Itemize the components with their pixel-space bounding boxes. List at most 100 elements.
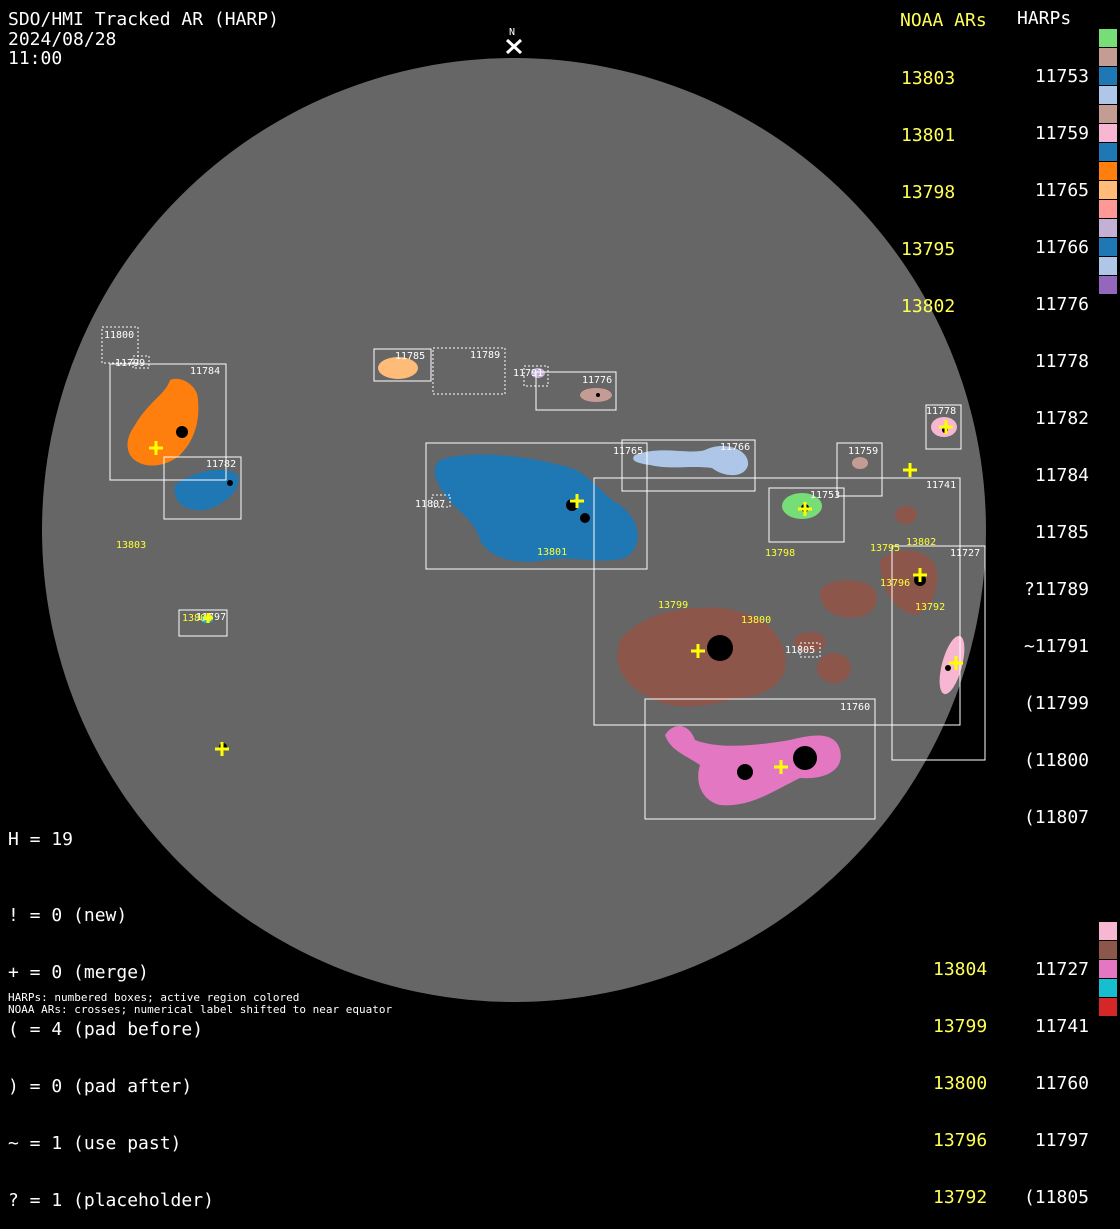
- harp-color-swatch: [1099, 276, 1117, 294]
- stat-line: + = 0 (merge): [8, 962, 149, 983]
- region-11741: [617, 607, 786, 707]
- stat-line: ! = 0 (new): [8, 905, 128, 926]
- noaa-item: 13792: [933, 1187, 988, 1208]
- noaa-item: 13798: [901, 182, 956, 203]
- harp-item: 11760: [1034, 1073, 1089, 1094]
- harp-item: 11741: [1034, 1016, 1089, 1037]
- harp-item: 11753: [1034, 66, 1089, 87]
- svg-text:11741: 11741: [926, 480, 956, 491]
- harp-item: (11799: [1023, 693, 1089, 714]
- svg-text:13792: 13792: [915, 602, 945, 613]
- north-label: N: [509, 27, 515, 38]
- svg-text:11807: 11807: [415, 499, 445, 510]
- svg-text:11759: 11759: [848, 446, 878, 457]
- harp-color-swatch: [1099, 941, 1117, 959]
- harp-boxes: [101, 326, 986, 820]
- svg-text:11776: 11776: [582, 375, 612, 386]
- region-11741-e: [817, 653, 851, 683]
- noaa-item: 13795: [901, 239, 956, 260]
- svg-text:11785: 11785: [395, 351, 425, 362]
- stats-list: ! = 0 (new) + = 0 (merge) ( = 4 (pad bef…: [8, 868, 214, 1229]
- noaa-item: 13801: [901, 125, 956, 146]
- stat-line: ? = 1 (placeholder): [8, 1190, 214, 1211]
- noaa-item: 13796: [933, 1130, 988, 1151]
- harp-color-swatch: [1099, 979, 1117, 997]
- footer-line-1: HARPs: numbered boxes; active region col…: [8, 991, 300, 1004]
- chart-time: 11:00: [8, 48, 63, 69]
- harp-item: ?11789: [1023, 579, 1089, 600]
- harp-item: 11778: [1034, 351, 1089, 372]
- noaa-list-bottom: 13804 13799 13800 13796 13792: [933, 922, 987, 1226]
- region-11741-f: [794, 632, 826, 652]
- noaa-item: 13804: [933, 959, 988, 980]
- region-11741-d: [895, 506, 917, 524]
- svg-text:11760: 11760: [840, 702, 870, 713]
- svg-text:11805: 11805: [785, 645, 815, 656]
- region-11785: [378, 357, 418, 379]
- region-11727: [939, 635, 965, 695]
- svg-text:11753: 11753: [810, 490, 840, 501]
- region-11784: [127, 378, 199, 466]
- svg-text:13801: 13801: [537, 547, 567, 558]
- harp-item: ~11791: [1023, 636, 1089, 657]
- harp-header: HARPs: [1017, 8, 1072, 29]
- region-11766: [633, 445, 749, 476]
- region-11759: [852, 457, 868, 469]
- harp-item: (11805: [1023, 1187, 1089, 1208]
- north-marker-icon: [505, 38, 523, 55]
- harp-item: 11785: [1034, 522, 1089, 543]
- harp-color-swatch: [1099, 257, 1117, 275]
- harp-item: 11766: [1034, 237, 1089, 258]
- footer-line-2: NOAA ARs: crosses; numerical label shift…: [8, 1003, 393, 1016]
- noaa-labels: 13803 13801 13798 13795 13802 13796 1379…: [116, 537, 945, 626]
- active-region-shapes: [127, 357, 965, 806]
- region-11760: [665, 725, 841, 806]
- harp-color-swatch: [1099, 48, 1117, 66]
- chart-title: SDO/HMI Tracked AR (HARP): [8, 9, 279, 30]
- noaa-list-top: 13803 13801 13798 13795 13802: [901, 31, 955, 335]
- noaa-header: NOAA ARs: [900, 10, 987, 31]
- svg-text:11800: 11800: [104, 330, 134, 341]
- harp-list-top: 11753 11759 11765 11766 11776 11778 1178…: [1015, 29, 1089, 846]
- harp-list-bottom: 11727 11741 11760 11797 (11805: [1015, 922, 1089, 1226]
- stat-line: ~ = 1 (use past): [8, 1133, 182, 1154]
- svg-text:11765: 11765: [613, 446, 643, 457]
- region-11741-b: [819, 580, 877, 618]
- harp-item: 11797: [1034, 1130, 1089, 1151]
- harp-item: (11807: [1023, 807, 1089, 828]
- harp-color-swatch: [1099, 960, 1117, 978]
- harp-item: 11782: [1034, 408, 1089, 429]
- harp-color-swatch: [1099, 124, 1117, 142]
- sunspot-cores: [176, 393, 951, 780]
- region-11765: [434, 454, 638, 562]
- svg-text:13802: 13802: [906, 537, 936, 548]
- svg-text:11766: 11766: [720, 442, 750, 453]
- harp-item: 11784: [1034, 465, 1089, 486]
- svg-text:11778: 11778: [926, 406, 956, 417]
- harp-color-swatch: [1099, 162, 1117, 180]
- svg-text:13800: 13800: [741, 615, 771, 626]
- svg-text:13803: 13803: [116, 540, 146, 551]
- noaa-item: 13800: [933, 1073, 988, 1094]
- harp-color-swatch: [1099, 29, 1117, 47]
- harp-item: (11800: [1023, 750, 1089, 771]
- svg-text:11791: 11791: [513, 368, 543, 379]
- stat-line: ( = 4 (pad before): [8, 1019, 204, 1040]
- harp-item: 11727: [1034, 959, 1089, 980]
- harp-item: 11759: [1034, 123, 1089, 144]
- harp-count: H = 19: [8, 829, 74, 850]
- solar-disk-view: N: [42, 27, 986, 1002]
- svg-text:11727: 11727: [950, 548, 980, 559]
- svg-text:11784: 11784: [190, 366, 220, 377]
- stat-line: ) = 0 (pad after): [8, 1076, 193, 1097]
- chart-date: 2024/08/28: [8, 29, 117, 50]
- harp-color-swatch: [1099, 181, 1117, 199]
- harp-color-swatch: [1099, 998, 1117, 1016]
- harp-color-swatch: [1099, 143, 1117, 161]
- harp-item: 11765: [1034, 180, 1089, 201]
- harp-color-swatch: [1099, 238, 1117, 256]
- harp-color-swatch: [1099, 922, 1117, 940]
- harp-color-swatch: [1099, 86, 1117, 104]
- harp-color-swatch: [1099, 219, 1117, 237]
- svg-text:13795: 13795: [870, 543, 900, 554]
